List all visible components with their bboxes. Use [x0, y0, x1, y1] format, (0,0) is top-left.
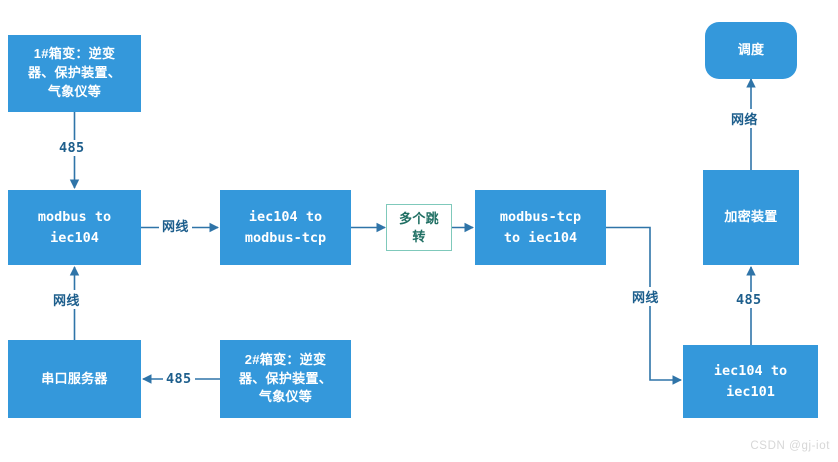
node-box1[interactable]: 1#箱变：逆变 器、保护装置、 气象仪等: [8, 35, 141, 112]
edge-label-iec101-encrypt: 485: [733, 292, 765, 308]
edge-label-box2-serial: 485: [163, 371, 195, 387]
node-iec104-to-iec101[interactable]: iec104 to iec101: [683, 345, 818, 418]
node-encryption-device[interactable]: 加密装置: [703, 170, 799, 265]
edge-label-modbus104-iec104tcp: 网线: [159, 216, 192, 235]
watermark: CSDN @gj-iot: [750, 440, 830, 452]
edge-label-encrypt-dispatch: 网络: [728, 109, 761, 128]
node-box2[interactable]: 2#箱变：逆变 器、保护装置、 气象仪等: [220, 340, 351, 418]
node-iec104-to-modbus-tcp[interactable]: iec104 to modbus-tcp: [220, 190, 351, 265]
node-modbus-to-iec104[interactable]: modbus to iec104: [8, 190, 141, 265]
edge-label-tcp104-iec101: 网线: [629, 287, 662, 306]
edge-label-box1-modbus104: 485: [56, 140, 88, 156]
edge-label-serial-modbus104: 网线: [50, 290, 83, 309]
node-dispatch[interactable]: 调度: [705, 22, 797, 79]
node-serial-server[interactable]: 串口服务器: [8, 340, 141, 418]
node-multiple-hops[interactable]: 多个跳 转: [386, 204, 452, 251]
node-modbus-tcp-to-iec104[interactable]: modbus-tcp to iec104: [475, 190, 606, 265]
